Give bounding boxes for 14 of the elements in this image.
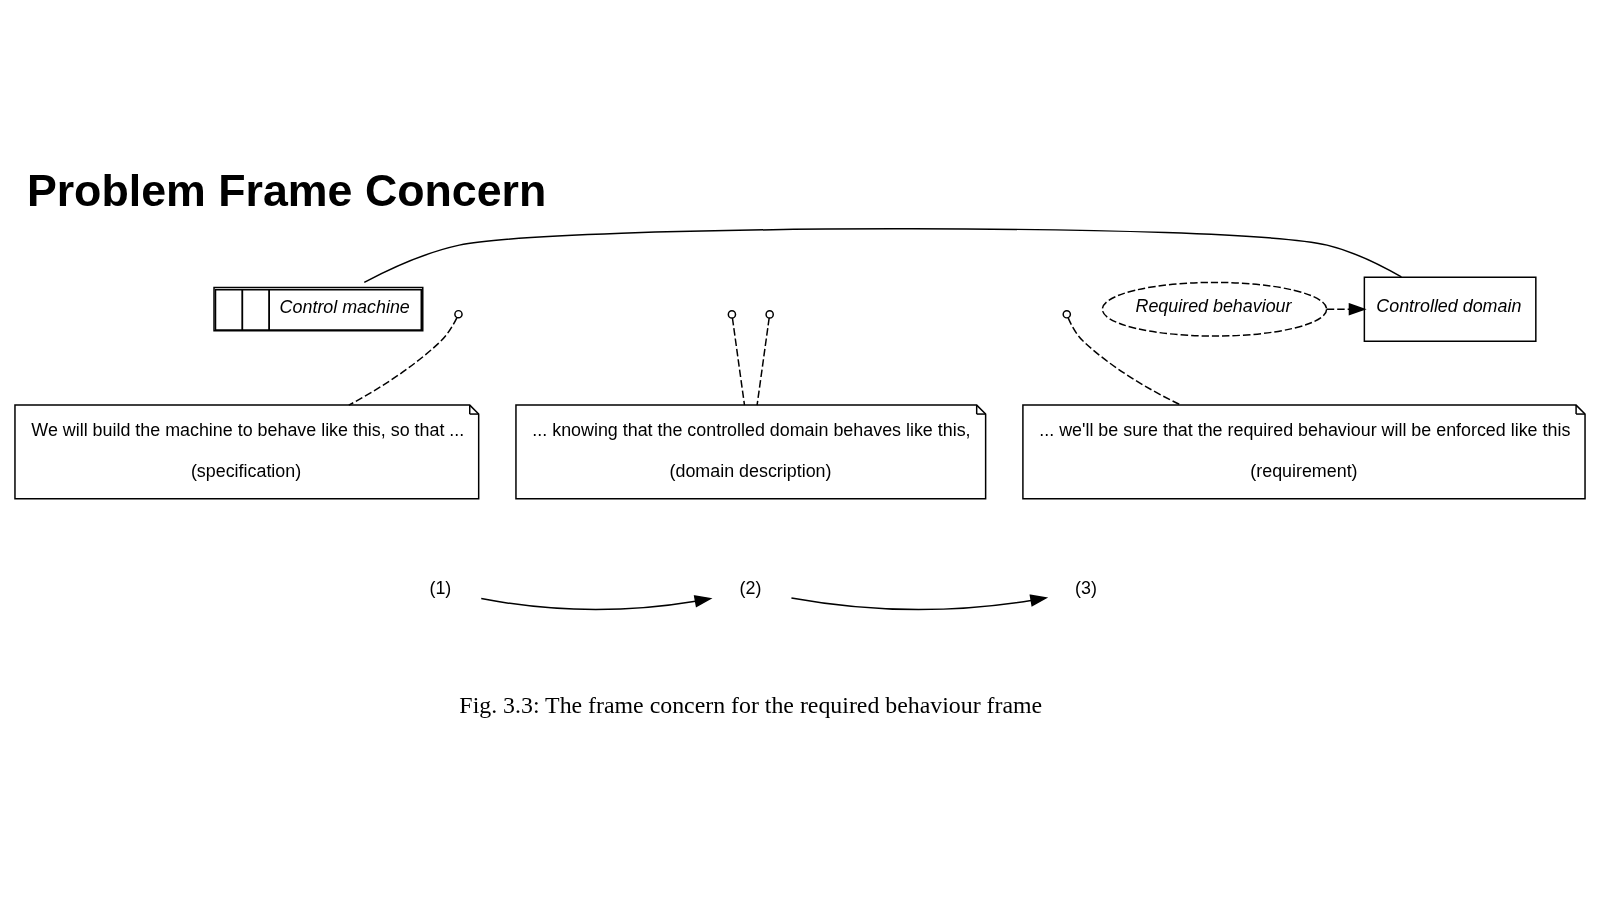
arrow: [480, 595, 713, 611]
node-ellipse: Required behaviour: [1101, 281, 1328, 337]
node-box: Controlled domain: [1363, 276, 1537, 343]
connector: [363, 228, 1403, 284]
connector: [756, 317, 770, 406]
connector: [731, 317, 746, 406]
arrow: [790, 594, 1049, 611]
arrow: [1326, 302, 1367, 316]
node-text: (2): [739, 578, 762, 599]
node-text: (1): [429, 578, 452, 599]
caption: Fig. 3.3: The frame concern for the required behaviour frame: [459, 691, 1043, 718]
node-text: (3): [1075, 578, 1097, 599]
connector: [348, 317, 458, 406]
diagram-title: Problem Frame Concern: [26, 166, 547, 216]
